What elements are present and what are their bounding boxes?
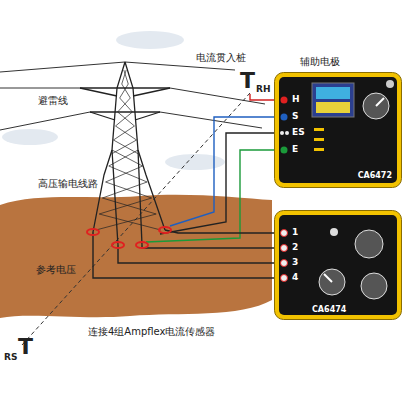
terminal-name: E xyxy=(292,144,298,154)
sensor-note: 连接4组Ampflex电流传感器 xyxy=(88,326,216,338)
terminal-number: 2 xyxy=(292,242,298,252)
stake-subscript: RS xyxy=(4,352,17,362)
stake-label: 电流贯入桩 xyxy=(196,52,246,64)
wires xyxy=(93,94,284,278)
line-label: 高压输电线路 xyxy=(38,178,98,190)
terminal-name: S xyxy=(292,111,298,121)
reference-label: 参考电压 xyxy=(36,264,76,276)
model-label: CA6474 xyxy=(312,305,346,314)
clouds xyxy=(2,31,225,170)
terminal-name: H xyxy=(292,94,300,104)
model-label: CA6472 xyxy=(358,171,392,180)
terminal-name: ES xyxy=(292,127,305,137)
tower xyxy=(80,62,170,245)
stake-symbol: T xyxy=(240,68,255,93)
ground xyxy=(0,195,272,318)
power-lines xyxy=(0,62,265,130)
clamps xyxy=(87,227,171,248)
stake-symbol: T xyxy=(18,334,33,359)
wire-label: 避雷线 xyxy=(38,95,68,107)
terminal-number: 1 xyxy=(292,227,298,237)
terminal-number: 4 xyxy=(292,272,298,282)
terminal-number: 3 xyxy=(292,257,298,267)
stake-subscript: RH xyxy=(256,84,270,94)
electrode-label: 辅助电极 xyxy=(300,56,340,68)
